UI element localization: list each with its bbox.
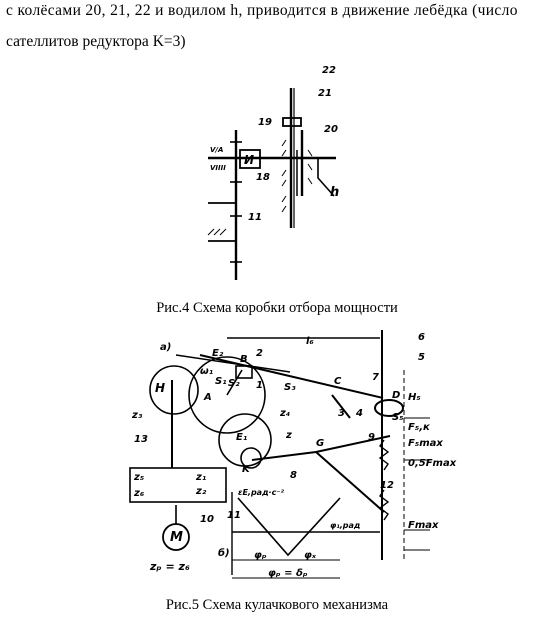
label-Fmax: Fmax bbox=[408, 520, 439, 531]
label-gear-20: 20 bbox=[324, 124, 338, 135]
label-13: 13 bbox=[134, 434, 148, 445]
label-shaft-a: V/A bbox=[210, 146, 223, 154]
label-gear-11: 11 bbox=[248, 212, 262, 223]
label-motor-M: M bbox=[170, 530, 183, 545]
label-z4: z₄ bbox=[279, 408, 290, 419]
label-A: A bbox=[203, 392, 212, 403]
label-z6: z₆ bbox=[133, 488, 145, 499]
paragraph-line-1: с колёсами 20, 21, 22 и водилом h, приво… bbox=[6, 2, 518, 19]
label-1: 1 bbox=[256, 380, 263, 391]
label-phi-axis: φ₁,рад bbox=[330, 521, 360, 530]
label-G: G bbox=[316, 438, 324, 449]
label-5: 5 bbox=[418, 352, 425, 363]
label-H5: H₅ bbox=[408, 392, 421, 403]
label-2: 2 bbox=[256, 348, 263, 359]
label-S1: S₁ bbox=[215, 376, 227, 387]
paragraph-line-2: сателлитов редуктора K=3) bbox=[6, 33, 186, 50]
label-gear-21: 21 bbox=[318, 88, 332, 99]
label-E1: E₁ bbox=[236, 432, 247, 443]
label-z1: z₁ bbox=[195, 472, 206, 483]
label-7: 7 bbox=[372, 372, 379, 383]
label-10: 10 bbox=[200, 514, 214, 525]
label-z3: z₃ bbox=[131, 410, 143, 421]
label-E2: E₂ bbox=[212, 348, 224, 359]
label-phi-p: φₚ bbox=[254, 550, 267, 561]
label-S2: S₂ bbox=[228, 378, 240, 389]
label-z2: z₂ bbox=[195, 486, 207, 497]
figure5-caption: Рис.5 Схема кулачкового механизма bbox=[165, 597, 389, 613]
label-C: C bbox=[334, 376, 342, 387]
figure4-caption: Рис.4 Схема коробки отбора мощности bbox=[156, 300, 398, 316]
label-eps-axis: εE,рад·с⁻² bbox=[238, 488, 285, 497]
label-z5: z₅ bbox=[133, 472, 144, 483]
figure5-cam-mechanism-diagram: a) l₆ 6 5 7 2 1 3 4 8 9 10 11 12 13 H A … bbox=[129, 330, 457, 579]
label-F5k: F₅,к bbox=[408, 422, 430, 433]
label-clutch: И bbox=[244, 153, 254, 167]
label-12: 12 bbox=[380, 480, 394, 491]
label-shaft-b: VIIII bbox=[210, 164, 226, 172]
label-phi-x: φₓ bbox=[304, 550, 317, 561]
label-panel-b: б) bbox=[218, 547, 230, 559]
label-K: K bbox=[242, 464, 251, 475]
label-11: 11 bbox=[227, 510, 241, 521]
label-B: B bbox=[240, 354, 248, 365]
label-Fres: 0,5Fmax bbox=[408, 458, 457, 469]
label-gear-22: 22 bbox=[322, 65, 336, 76]
label-8: 8 bbox=[290, 470, 297, 481]
label-omega: ω₁ bbox=[200, 366, 213, 377]
label-panel-a: a) bbox=[160, 342, 171, 353]
label-F5max: F₅max bbox=[408, 438, 443, 449]
label-S3: S₃ bbox=[284, 382, 296, 393]
label-carrier-h: h bbox=[330, 185, 339, 200]
label-zr: zₚ = z₆ bbox=[149, 560, 190, 573]
label-H: H bbox=[155, 381, 165, 395]
label-gear-19: 19 bbox=[258, 117, 272, 128]
label-9: 9 bbox=[368, 432, 375, 443]
label-phi-total: φₚ = δₚ bbox=[268, 568, 308, 579]
label-S5: S₅ bbox=[392, 412, 404, 423]
figure4-gearbox-diagram: 22 21 20 19 18 11 h И V/A VIIII bbox=[207, 65, 339, 280]
label-6: 6 bbox=[418, 332, 425, 343]
label-gear-18: 18 bbox=[256, 172, 270, 183]
label-3: 3 bbox=[338, 408, 345, 419]
label-D: D bbox=[392, 390, 400, 401]
label-4: 4 bbox=[355, 408, 363, 419]
label-z: z bbox=[285, 430, 292, 441]
label-l6: l₆ bbox=[306, 336, 314, 347]
